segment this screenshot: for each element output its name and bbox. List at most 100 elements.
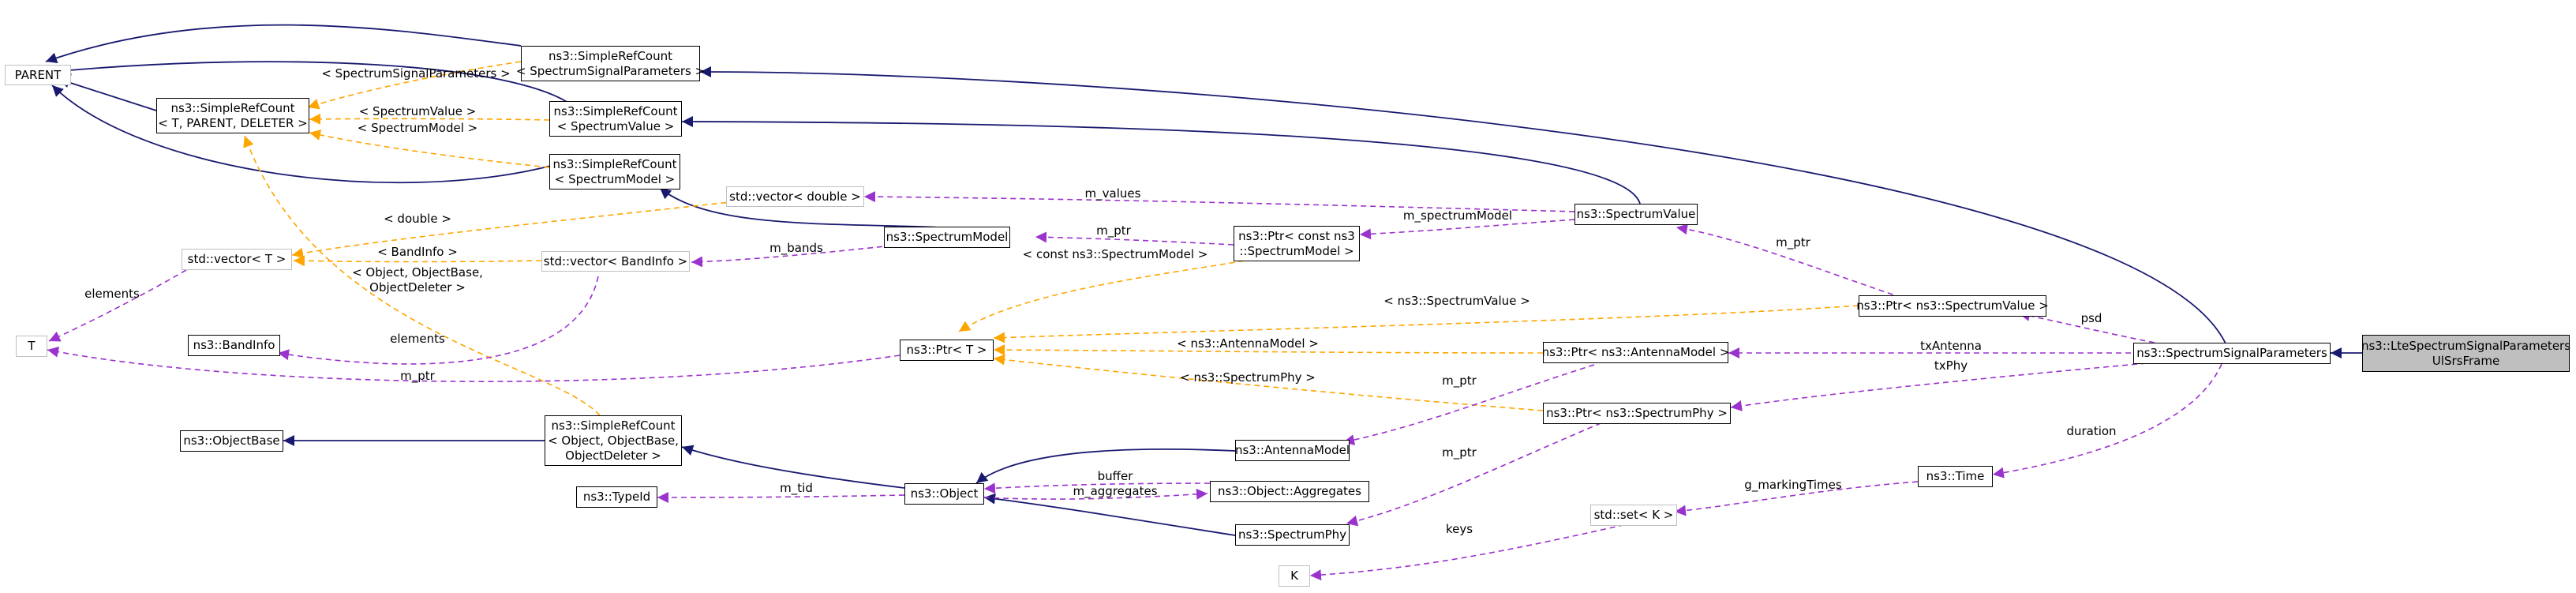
edge-label: elements <box>84 287 140 301</box>
node-std-vector-double[interactable]: std::vector< double > <box>726 186 864 207</box>
node-label-line: ns3::Ptr< ns3::AntennaModel > <box>1541 345 1730 359</box>
edge-label-line: ObjectDeleter > <box>369 280 466 295</box>
node-spectrumsignalparameters[interactable]: ns3::SpectrumSignalParameters <box>2133 343 2331 364</box>
node-label-line: ns3::SpectrumModel <box>886 230 1009 244</box>
edge-tpl-srcspecmodel <box>309 129 550 168</box>
edge-label: txPhy <box>1934 358 1968 373</box>
edge-label: duration <box>2066 424 2116 438</box>
edge-label: < double > <box>384 212 451 226</box>
node-label-line: < SpectrumModel > <box>554 171 676 186</box>
node-time[interactable]: ns3::Time <box>1918 466 1993 487</box>
node-ptr-antennamodel[interactable]: ns3::Ptr< ns3::AntennaModel > <box>1541 342 1730 363</box>
node-simplerefcount-spectrummodel[interactable]: ns3::SimpleRefCount< SpectrumModel > <box>549 154 680 190</box>
edge-tpl-ptrphy <box>993 354 1544 411</box>
node-t[interactable]: T <box>16 336 47 357</box>
node-simplerefcount-object[interactable]: ns3::SimpleRefCount< Object, ObjectBase,… <box>545 415 682 466</box>
edge-label: < Object, ObjectBase,ObjectDeleter > <box>352 265 483 295</box>
edge-use-mptr-t <box>47 346 900 382</box>
edge-use-mvalues <box>863 191 1575 212</box>
edge-tpl-ptrconstmodel <box>958 257 1264 332</box>
node-object[interactable]: ns3::Object <box>904 483 984 505</box>
edge-label: m_ptr <box>1442 373 1477 388</box>
node-objectbase[interactable]: ns3::ObjectBase <box>180 430 283 452</box>
edge-specmodel-to-srcspecmodel <box>659 187 940 228</box>
node-antennamodel[interactable]: ns3::AntennaModel <box>1235 440 1350 461</box>
edge-use-mptr-value <box>1676 223 1903 298</box>
node-label-line: < SpectrumValue > <box>556 118 675 133</box>
edge-label: < ns3::SpectrumValue > <box>1383 294 1530 308</box>
node-label-line: ObjectDeleter > <box>565 448 661 463</box>
edge-label: m_values <box>1085 186 1141 201</box>
node-spectrumvalue[interactable]: ns3::SpectrumValue <box>1574 204 1698 225</box>
node-simplerefcount-t-parent-deleter[interactable]: ns3::SimpleRefCount< T, PARENT, DELETER … <box>156 98 309 133</box>
node-label-line: ns3::AntennaModel <box>1234 443 1350 457</box>
edge-label: m_ptr <box>1776 235 1811 250</box>
edge-tpl-vecdouble <box>291 197 774 259</box>
node-label-line: ns3::SpectrumValue <box>1576 207 1696 221</box>
edge-tpl-srcspecvalue <box>309 113 550 125</box>
node-spectrummodel[interactable]: ns3::SpectrumModel <box>884 227 1010 248</box>
edge-tpl-srcobject <box>243 135 601 416</box>
edge-use-mspectrummodel <box>1359 219 1575 240</box>
node-ptr-const-spectrummodel[interactable]: ns3::Ptr< const ns3::SpectrumModel > <box>1234 226 1360 261</box>
node-simplerefcount-spectrumsignalparameters[interactable]: ns3::SimpleRefCount< SpectrumSignalParam… <box>516 46 705 81</box>
edge-label: < SpectrumValue > <box>359 104 477 118</box>
edge-label: < ns3::SpectrumPhy > <box>1180 370 1316 385</box>
edge-srcspecmodel-to-parent <box>51 84 552 184</box>
edge-label: < SpectrumModel > <box>358 121 477 135</box>
edge-use-mptr-phy <box>1346 418 1611 527</box>
node-parent[interactable]: PARENT <box>5 65 71 85</box>
edge-label: m_ptr <box>1096 223 1132 238</box>
edge-sigparams-to-srcsigparams <box>699 66 2226 344</box>
node-object-aggregates[interactable]: ns3::Object::Aggregates <box>1210 481 1369 502</box>
node-label-line: ns3::SimpleRefCount <box>551 418 676 433</box>
edge-specphy-to-object <box>983 493 1236 536</box>
edge-use-elements-vect <box>48 269 187 342</box>
edge-label: psd <box>2081 311 2102 325</box>
edge-use-txphy <box>1730 362 2147 411</box>
node-ptr-t[interactable]: ns3::Ptr< T > <box>900 340 994 361</box>
node-label-line: ns3::TypeId <box>582 490 651 504</box>
edge-tpl-vecbandinfo <box>293 255 542 267</box>
node-simplerefcount-spectrumvalue[interactable]: ns3::SimpleRefCount< SpectrumValue > <box>549 101 682 137</box>
node-std-vector-bandinfo[interactable]: std::vector< BandInfo > <box>541 251 690 272</box>
node-label-line: std::vector< double > <box>729 189 861 204</box>
edge-label: m_ptr <box>400 369 436 384</box>
node-label-line: ns3::BandInfo <box>193 338 275 352</box>
node-label-line: ns3::SpectrumPhy <box>1237 527 1347 542</box>
node-label-line: ::SpectrumModel > <box>1239 243 1354 258</box>
edge-use-mptr-antenna <box>1342 364 1595 446</box>
node-label-line: ns3::Ptr< ns3::SpectrumPhy > <box>1546 406 1728 420</box>
node-label-line: < T, PARENT, DELETER > <box>158 115 308 130</box>
node-ptr-spectrumphy[interactable]: ns3::Ptr< ns3::SpectrumPhy > <box>1543 403 1731 424</box>
edge-use-psd <box>2018 310 2155 343</box>
node-bandinfo[interactable]: ns3::BandInfo <box>188 335 280 356</box>
node-label-line: PARENT <box>14 67 62 82</box>
node-ptr-spectrumvalue[interactable]: ns3::Ptr< ns3::SpectrumValue > <box>1856 295 2049 317</box>
edge-antenna-to-object <box>975 449 1236 484</box>
node-label-line: ns3::SimpleRefCount <box>552 156 677 171</box>
node-k[interactable]: K <box>1279 565 1310 587</box>
edge-use-gmarkingtimes <box>1674 481 1919 516</box>
node-label-line: ns3::Ptr< ns3::SpectrumValue > <box>1856 298 2049 313</box>
edge-label: < const ns3::SpectrumModel > <box>1023 247 1208 261</box>
node-label-line: std::vector< BandInfo > <box>543 253 688 268</box>
edge-label: g_markingTimes <box>1744 478 1842 493</box>
node-std-vector-t[interactable]: std::vector< T > <box>182 249 292 270</box>
edge-tpl-ptrspecvalue <box>993 305 1859 343</box>
edge-use-elements-band <box>277 276 599 365</box>
edge-label: elements <box>390 332 445 346</box>
node-typeid[interactable]: ns3::TypeId <box>576 486 657 508</box>
node-label-line: ns3::SimpleRefCount <box>170 100 295 115</box>
node-spectrumphy[interactable]: ns3::SpectrumPhy <box>1235 524 1350 546</box>
node-label-line: ns3::SpectrumSignalParameters <box>2136 346 2327 360</box>
edge-srcsigparams-to-parent <box>45 24 522 63</box>
node-std-set-k[interactable]: std::set< K > <box>1590 505 1677 526</box>
node-label-line: ns3::Object::Aggregates <box>1218 484 1361 498</box>
edge-label: m_spectrumModel <box>1403 208 1512 223</box>
node-label-line: ns3::Ptr< T > <box>906 343 987 357</box>
node-label-line: < SpectrumSignalParameters > <box>515 63 706 78</box>
node-label-line: K <box>1290 569 1298 583</box>
